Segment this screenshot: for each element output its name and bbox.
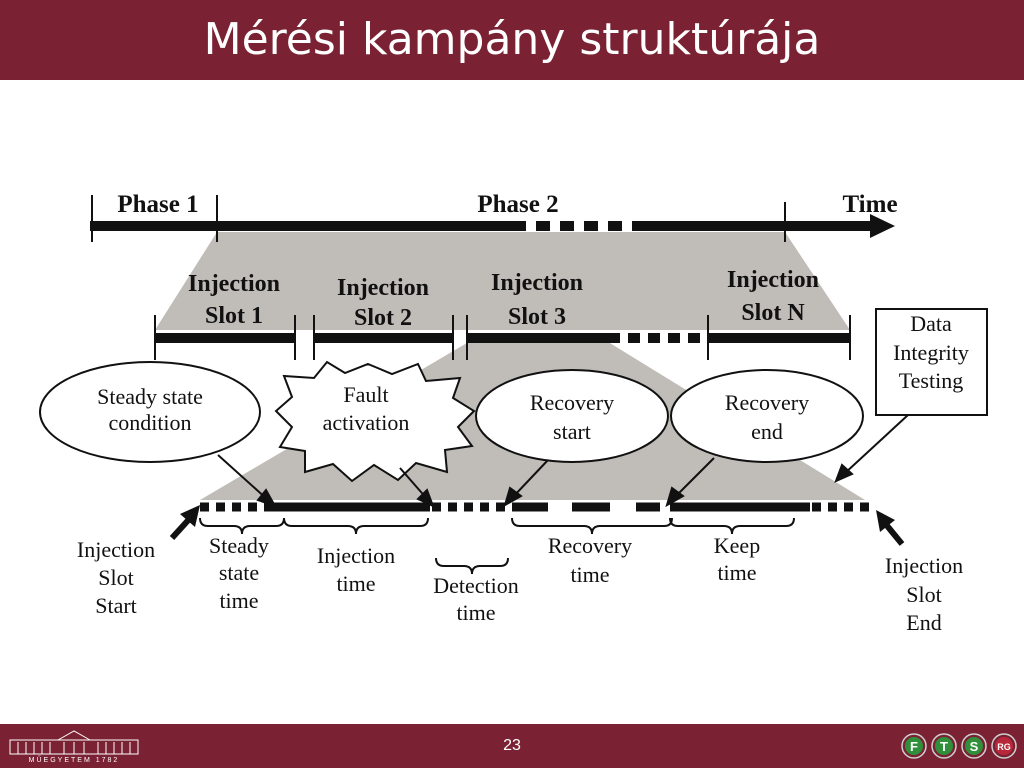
- ftsrg-letter-f: F: [910, 739, 918, 754]
- steady-state-line1: Steady state: [97, 384, 203, 409]
- slide-footer: MŰEGYETEM 1782 23 F T S RG: [0, 724, 1024, 768]
- phase2-zoom-region: [155, 232, 850, 330]
- keep-time-line1: Keep: [714, 533, 760, 558]
- slot-start-line2: Slot: [98, 565, 133, 590]
- slot-1-label-line2: Slot 1: [205, 303, 263, 329]
- steady-time-line1: Steady: [209, 533, 269, 558]
- steady-time-line2: state: [219, 560, 259, 585]
- slot-1-label-line1: Injection: [188, 271, 280, 297]
- slot-end-arrow: [876, 510, 905, 546]
- data-integrity-box: [875, 308, 988, 416]
- slot-3-label-line1: Injection: [491, 270, 583, 296]
- time-arrowhead: [870, 214, 895, 238]
- university-logo: MŰEGYETEM 1782: [9, 730, 139, 764]
- recovery-start-line2: start: [553, 419, 591, 444]
- page-number: 23: [503, 737, 521, 754]
- recovery-time-line1: Recovery: [548, 533, 632, 558]
- ftsrg-letter-s: S: [970, 739, 979, 754]
- detection-time-line1: Detection: [433, 573, 519, 598]
- slot-end-line2: Slot: [906, 582, 941, 607]
- recovery-end-line1: Recovery: [725, 390, 809, 415]
- steady-state-line2: condition: [108, 410, 191, 435]
- time-label: Time: [842, 191, 897, 218]
- campaign-structure-diagram: Phase 1 Phase 2 Time Injection Slot 1 In…: [39, 191, 988, 635]
- ftsrg-letter-rg: RG: [997, 742, 1011, 752]
- fault-activation-burst: [274, 360, 476, 483]
- recovery-end-ellipse: [670, 369, 864, 463]
- slot-start-line1: Injection: [77, 537, 155, 562]
- logo-caption: MŰEGYETEM 1782: [29, 755, 120, 764]
- phase-2-label: Phase 2: [477, 191, 558, 218]
- slot-3-label-line2: Slot 3: [508, 304, 566, 330]
- keep-time-line2: time: [717, 560, 756, 585]
- recovery-end-line2: end: [751, 419, 783, 444]
- recovery-time-line2: time: [570, 562, 609, 587]
- steady-time-line3: time: [219, 588, 258, 613]
- ftsrg-letter-t: T: [940, 739, 948, 754]
- fault-activation-line1: Fault: [343, 382, 388, 407]
- slot-start-arrow: [169, 505, 200, 541]
- injection-time-line2: time: [336, 571, 375, 596]
- detection-time-line2: time: [456, 600, 495, 625]
- steady-state-ellipse: [39, 361, 261, 463]
- data-integrity-line2: Integrity: [893, 340, 969, 365]
- recovery-start-ellipse: [475, 369, 669, 463]
- data-integrity-line1: Data: [910, 311, 952, 336]
- data-integrity-line3: Testing: [899, 368, 963, 393]
- injection-time-line1: Injection: [317, 543, 395, 568]
- slot-n-label-line2: Slot N: [741, 300, 805, 326]
- phase-1-label: Phase 1: [117, 191, 198, 218]
- slide-header: Mérési kampány struktúrája: [0, 0, 1024, 80]
- slot-start-line3: Start: [95, 593, 137, 618]
- fault-activation-line2: activation: [323, 410, 410, 435]
- slot-end-line1: Injection: [885, 553, 963, 578]
- slot-end-line3: End: [906, 610, 941, 635]
- ftsrg-logo: F T S RG: [901, 733, 1017, 759]
- slot-n-label-line1: Injection: [727, 267, 819, 293]
- ftsrg-ring-icon: [901, 733, 1017, 759]
- slot-2-label-line1: Injection: [337, 275, 429, 301]
- phase-axis: [90, 195, 895, 242]
- slide-title: Mérési kampány struktúrája: [203, 14, 821, 65]
- slot-axis: [154, 315, 851, 360]
- timeline-braces: [199, 517, 795, 575]
- recovery-start-line1: Recovery: [530, 390, 614, 415]
- event-pointers: [217, 414, 909, 508]
- building-icon: [9, 730, 139, 755]
- slot-2-label-line2: Slot 2: [354, 305, 412, 331]
